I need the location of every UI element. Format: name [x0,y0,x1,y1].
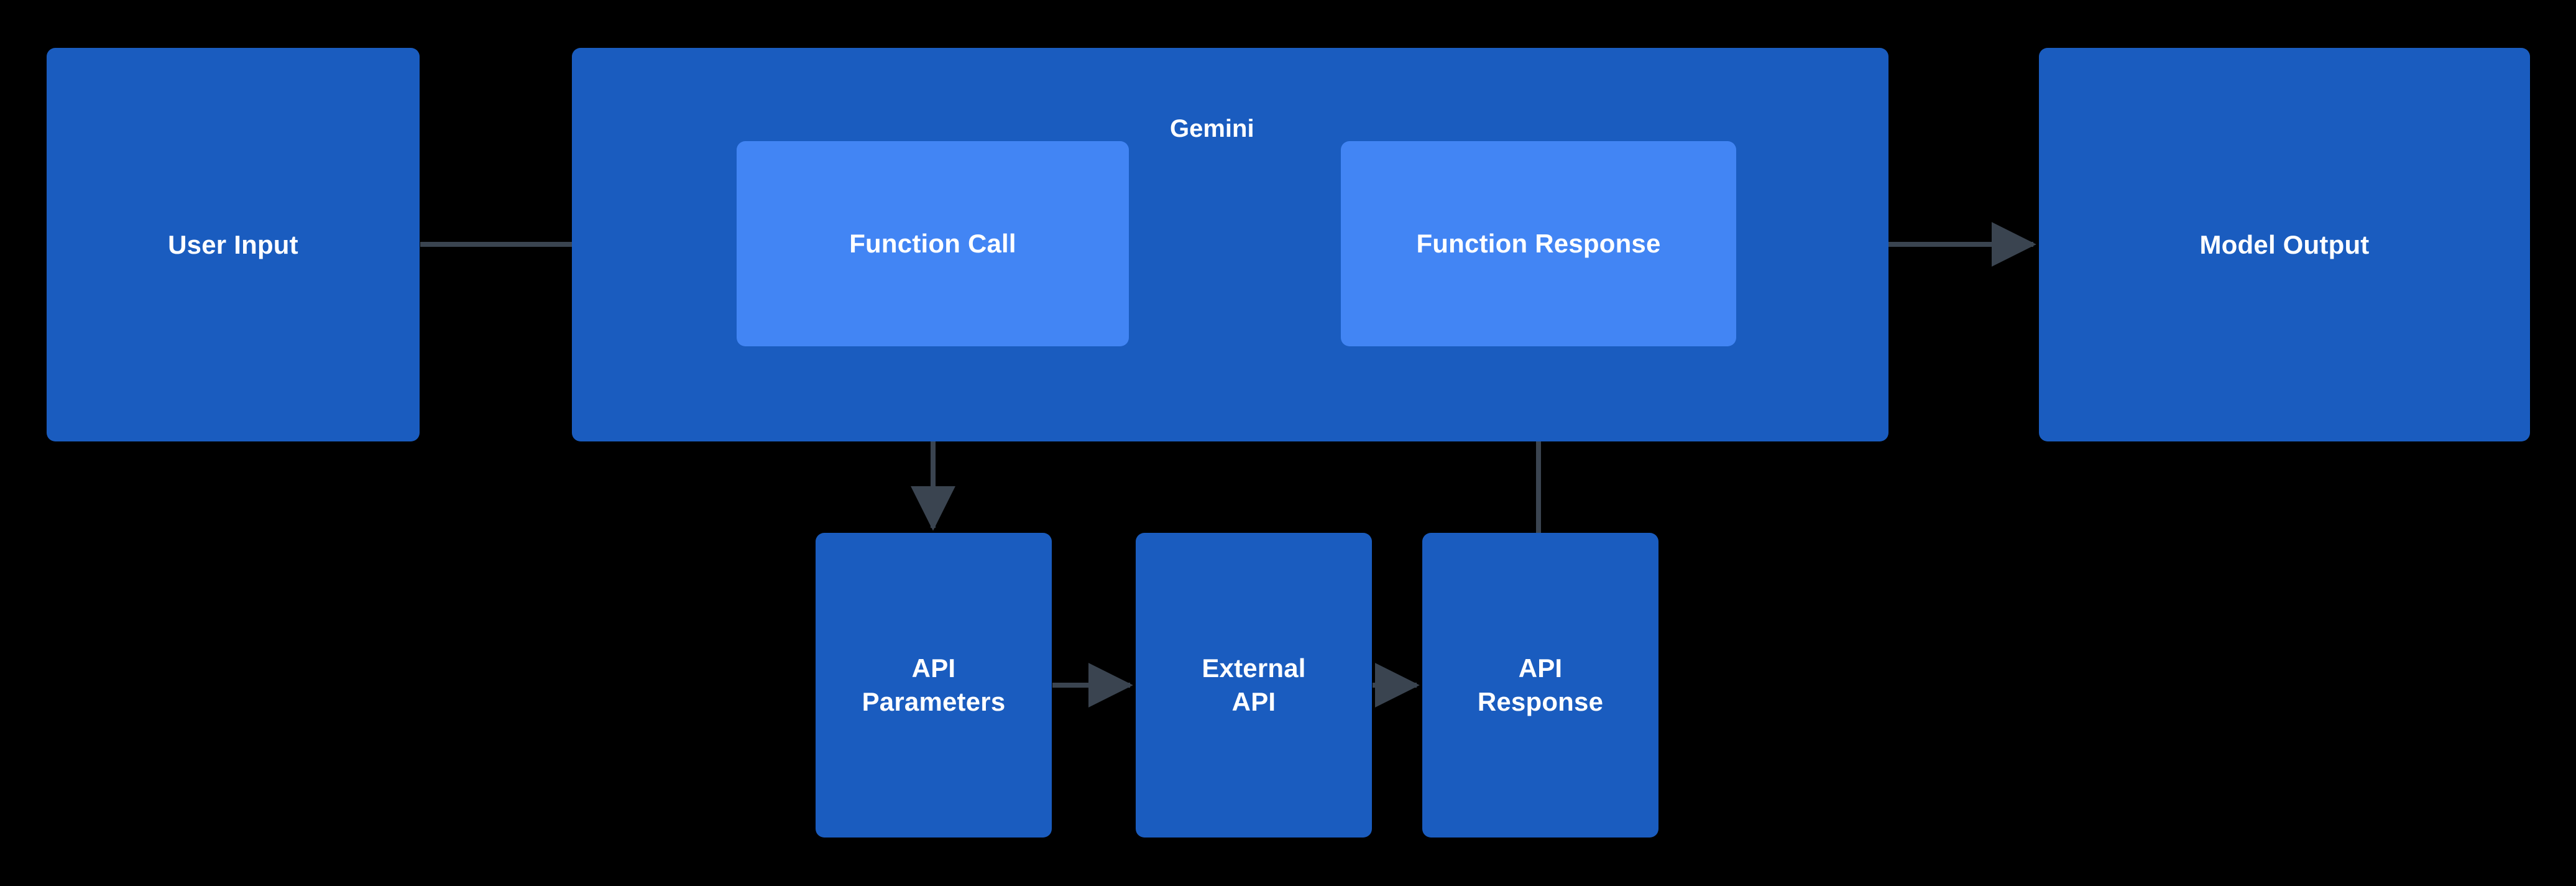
group-gemini-label: Gemini [1170,115,1254,142]
node-api-response-label: API Response [1477,653,1604,716]
node-api-parameters-label: API Parameters [862,653,1006,716]
node-api-response[interactable]: API Response [1422,533,1658,838]
node-function-response[interactable]: Function Response [1341,141,1736,346]
node-function-call-label: Function Call [849,229,1016,259]
node-function-response-label: Function Response [1416,229,1661,259]
node-model-output[interactable]: Model Output [2039,48,2530,441]
node-user-input-label: User Input [168,229,298,259]
node-external-api[interactable]: External API [1136,533,1372,838]
node-user-input[interactable]: User Input [47,48,420,441]
node-external-api-label: External API [1202,653,1306,716]
node-function-call[interactable]: Function Call [737,141,1129,346]
node-model-output-label: Model Output [2199,229,2370,259]
node-api-parameters[interactable]: API Parameters [816,533,1052,838]
